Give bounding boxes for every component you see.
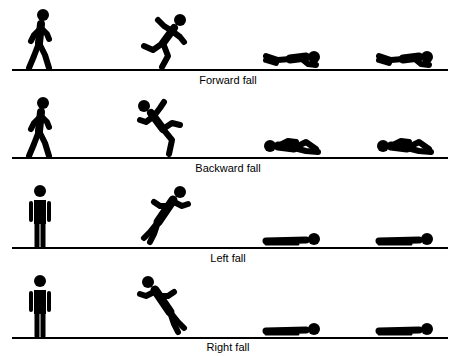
right-fall-row [31, 275, 433, 336]
row-caption: Backward fall [195, 162, 260, 174]
row-caption: Right fall [207, 341, 250, 353]
backward-fall-row [29, 97, 431, 156]
row-caption: Forward fall [199, 74, 256, 86]
row-caption: Left fall [210, 252, 245, 264]
left-fall-row [31, 185, 433, 246]
forward-fall-row [29, 9, 433, 68]
ground-lines [12, 70, 448, 338]
